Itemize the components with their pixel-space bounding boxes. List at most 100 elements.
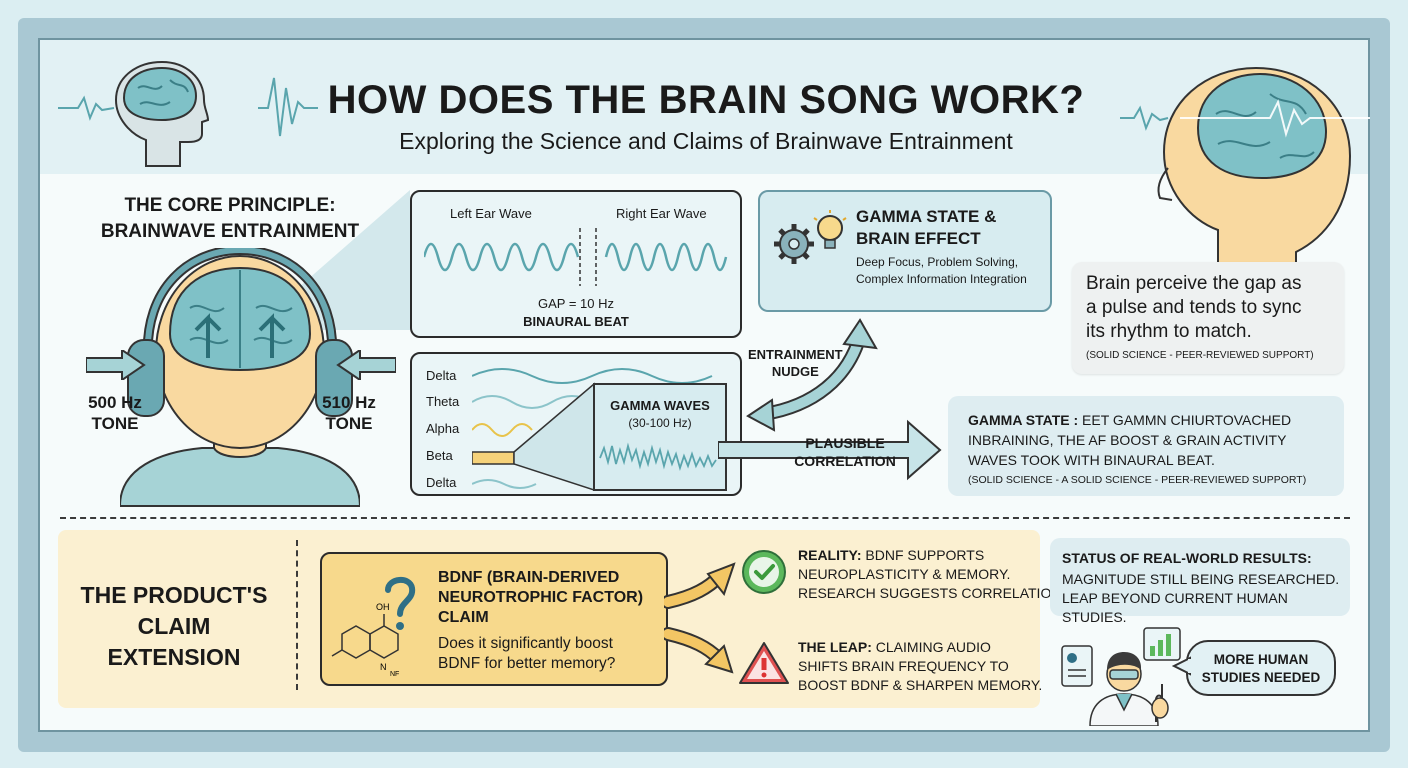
- studies-bubble-tail: [1172, 656, 1192, 676]
- gear-icon: [774, 210, 847, 264]
- core-title-line1: THE CORE PRINCIPLE:: [124, 195, 336, 216]
- band-label-beta: Beta: [426, 448, 453, 463]
- warning-icon: [739, 642, 789, 684]
- gamma-state-text: GAMMA STATE : EET GAMMN CHIURTOVACHED IN…: [968, 410, 1291, 470]
- left-tone-label: TONE: [91, 414, 139, 433]
- gamma-effect-panel: GAMMA STATE & BRAIN EFFECT Deep Focus, P…: [758, 190, 1052, 312]
- headphones-icon: [120, 248, 360, 507]
- gamma-effect-desc-line1: Deep Focus, Problem Solving,: [856, 255, 1019, 269]
- left-ear-label: Left Ear Wave: [450, 206, 532, 221]
- product-title-line2: CLAIM: [137, 613, 211, 639]
- perception-line1: Brain perceive the gap as: [1086, 273, 1302, 294]
- page-subtitle: Exploring the Science and Claims of Brai…: [399, 128, 1013, 154]
- leap-line2: SHIFTS BRAIN FREQUENCY TO: [798, 658, 1009, 674]
- binaural-beat-label: BINAURAL BEAT: [523, 314, 629, 329]
- gamma-effect-desc: Deep Focus, Problem Solving, Complex Inf…: [856, 254, 1027, 288]
- lightbulb-icon: [813, 210, 847, 249]
- entrainment-nudge-arrow: [746, 318, 878, 432]
- reality-line1: BDNF SUPPORTS: [861, 547, 985, 563]
- bdnf-title-line1: BDNF (BRAIN-DERIVED: [438, 569, 620, 586]
- band-label-delta-2: Delta: [426, 475, 457, 490]
- section-divider: [60, 517, 1350, 519]
- status-line2: LEAP BEYOND CURRENT HUMAN STUDIES.: [1062, 590, 1288, 625]
- reality-text: REALITY: BDNF SUPPORTS NEUROPLASTICITY &…: [798, 546, 1065, 603]
- right-tone-arrow: [336, 350, 396, 380]
- molecule-nf: NF: [390, 671, 399, 678]
- gamma-state-label: GAMMA STATE :: [968, 412, 1079, 428]
- gamma-effect-title-line1: GAMMA STATE &: [856, 207, 997, 226]
- right-tone: 510 Hz TONE: [314, 392, 384, 434]
- page-title: HOW DOES THE BRAIN SONG WORK?: [327, 78, 1085, 122]
- brain-head-icon: [58, 60, 318, 167]
- perception-line3: its rhythm to match.: [1086, 321, 1252, 342]
- gamma-state-line3: WAVES TOOK WITH BINAURAL BEAT.: [968, 452, 1215, 468]
- band-label-theta: Theta: [426, 394, 460, 409]
- left-tone-arrow: [86, 350, 146, 380]
- bdnf-question-line1: Does it significantly boost: [438, 635, 613, 652]
- bdnf-title-line3: CLAIM: [438, 609, 489, 626]
- gamma-state-line2: INBRAINING, THE AF BOOST & GRAIN ACTIVIT…: [968, 432, 1287, 448]
- leap-label: THE LEAP:: [798, 639, 872, 655]
- perception-text: Brain perceive the gap as a pulse and te…: [1086, 272, 1301, 344]
- product-title-line1: THE PRODUCT'S: [80, 582, 268, 608]
- band-label-alpha: Alpha: [426, 421, 460, 436]
- gamma-effect-title: GAMMA STATE & BRAIN EFFECT: [856, 206, 996, 250]
- reality-line2: NEUROPLASTICITY & MEMORY.: [798, 566, 1011, 582]
- studies-line1: MORE HUMAN: [1213, 652, 1309, 667]
- core-principle-title: THE CORE PRINCIPLE: BRAINWAVE ENTRAINMEN…: [70, 193, 390, 245]
- reality-label: REALITY:: [798, 547, 862, 563]
- gamma-waves-range: (30-100 Hz): [628, 416, 692, 430]
- bdnf-title-line2: NEUROTROPHIC FACTOR): [438, 589, 644, 606]
- right-tone-label: TONE: [325, 414, 373, 433]
- right-ear-label: Right Ear Wave: [616, 206, 707, 221]
- check-icon: [742, 550, 786, 594]
- question-icon: [385, 577, 416, 630]
- plausible-correlation-label: PLAUSIBLE CORRELATION: [780, 434, 910, 470]
- leap-line1: CLAIMING AUDIO: [871, 639, 991, 655]
- binaural-beat-panel: Left Ear Wave Right Ear Wave GAP = 10 Hz…: [410, 190, 742, 338]
- band-waves-graphic: [472, 368, 727, 492]
- claim-branch-arrows: [664, 562, 736, 674]
- status-text: MAGNITUDE STILL BEING RESEARCHED. LEAP B…: [1062, 570, 1350, 627]
- band-label-delta: Delta: [426, 368, 457, 383]
- chart-icon: [1143, 627, 1181, 661]
- gamma-state-note: (SOLID SCIENCE - A SOLID SCIENCE - PEER-…: [968, 474, 1307, 486]
- bdnf-question: Does it significantly boost BDNF for bet…: [438, 634, 615, 674]
- gamma-state-panel: GAMMA STATE : EET GAMMN CHIURTOVACHED IN…: [948, 396, 1344, 496]
- molecule-oh: OH: [376, 602, 390, 612]
- status-title: STATUS OF REAL-WORLD RESULTS:: [1062, 550, 1312, 566]
- studies-text: MORE HUMAN STUDIES NEEDED: [1188, 651, 1334, 687]
- entrainment-nudge-label: ENTRAINMENT NUDGE: [748, 346, 843, 380]
- gap-label: GAP = 10 Hz: [538, 296, 614, 311]
- status-line1: MAGNITUDE STILL BEING RESEARCHED.: [1062, 571, 1340, 587]
- molecule-icon: OH N NF: [331, 577, 416, 678]
- bdnf-claim-title: BDNF (BRAIN-DERIVED NEUROTROPHIC FACTOR)…: [438, 568, 643, 628]
- left-tone: 500 Hz TONE: [80, 392, 150, 434]
- plausible-correlation-arrow: [718, 419, 942, 481]
- entrainment-line1: ENTRAINMENT: [748, 347, 843, 362]
- claim-divider: [296, 540, 298, 690]
- perception-line2: a pulse and tends to sync: [1086, 297, 1302, 318]
- ear-wave-graphic: [424, 228, 728, 286]
- product-title-line3: EXTENSION: [107, 644, 241, 670]
- perception-bubble: Brain perceive the gap as a pulse and te…: [1072, 262, 1344, 374]
- leap-line3: BOOST BDNF & SHARPEN MEMORY.: [798, 677, 1043, 693]
- left-tone-hz: 500 Hz: [88, 393, 142, 412]
- scientist-icon: [1061, 627, 1181, 726]
- molecule-n: N: [380, 662, 387, 672]
- gamma-effect-title-line2: BRAIN EFFECT: [856, 229, 981, 248]
- product-claim-title: THE PRODUCT'S CLAIM EXTENSION: [64, 580, 284, 673]
- gamma-waves-title: GAMMA WAVES: [610, 398, 710, 413]
- studies-line2: STUDIES NEEDED: [1201, 670, 1321, 685]
- core-title-line2: BRAINWAVE ENTRAINMENT: [100, 221, 360, 242]
- brain-head-icon: [1120, 66, 1370, 267]
- reality-line3: RESEARCH SUGGESTS CORRELATION.: [798, 585, 1066, 601]
- gamma-state-line1: EET GAMMN CHIURTOVACHED: [1078, 412, 1292, 428]
- right-tone-hz: 510 Hz: [322, 393, 376, 412]
- perception-note: (SOLID SCIENCE - PEER-REVIEWED SUPPORT): [1086, 350, 1314, 361]
- entrainment-line2: NUDGE: [771, 364, 819, 379]
- status-panel: STATUS OF REAL-WORLD RESULTS: MAGNITUDE …: [1050, 538, 1350, 625]
- plausible-line1: PLAUSIBLE: [805, 435, 885, 451]
- bdnf-claim-panel: OH N NF BDNF (BRAIN-DERIVED NEUROTROPHIC…: [320, 552, 668, 686]
- bdnf-question-line2: BDNF for better memory?: [438, 655, 616, 672]
